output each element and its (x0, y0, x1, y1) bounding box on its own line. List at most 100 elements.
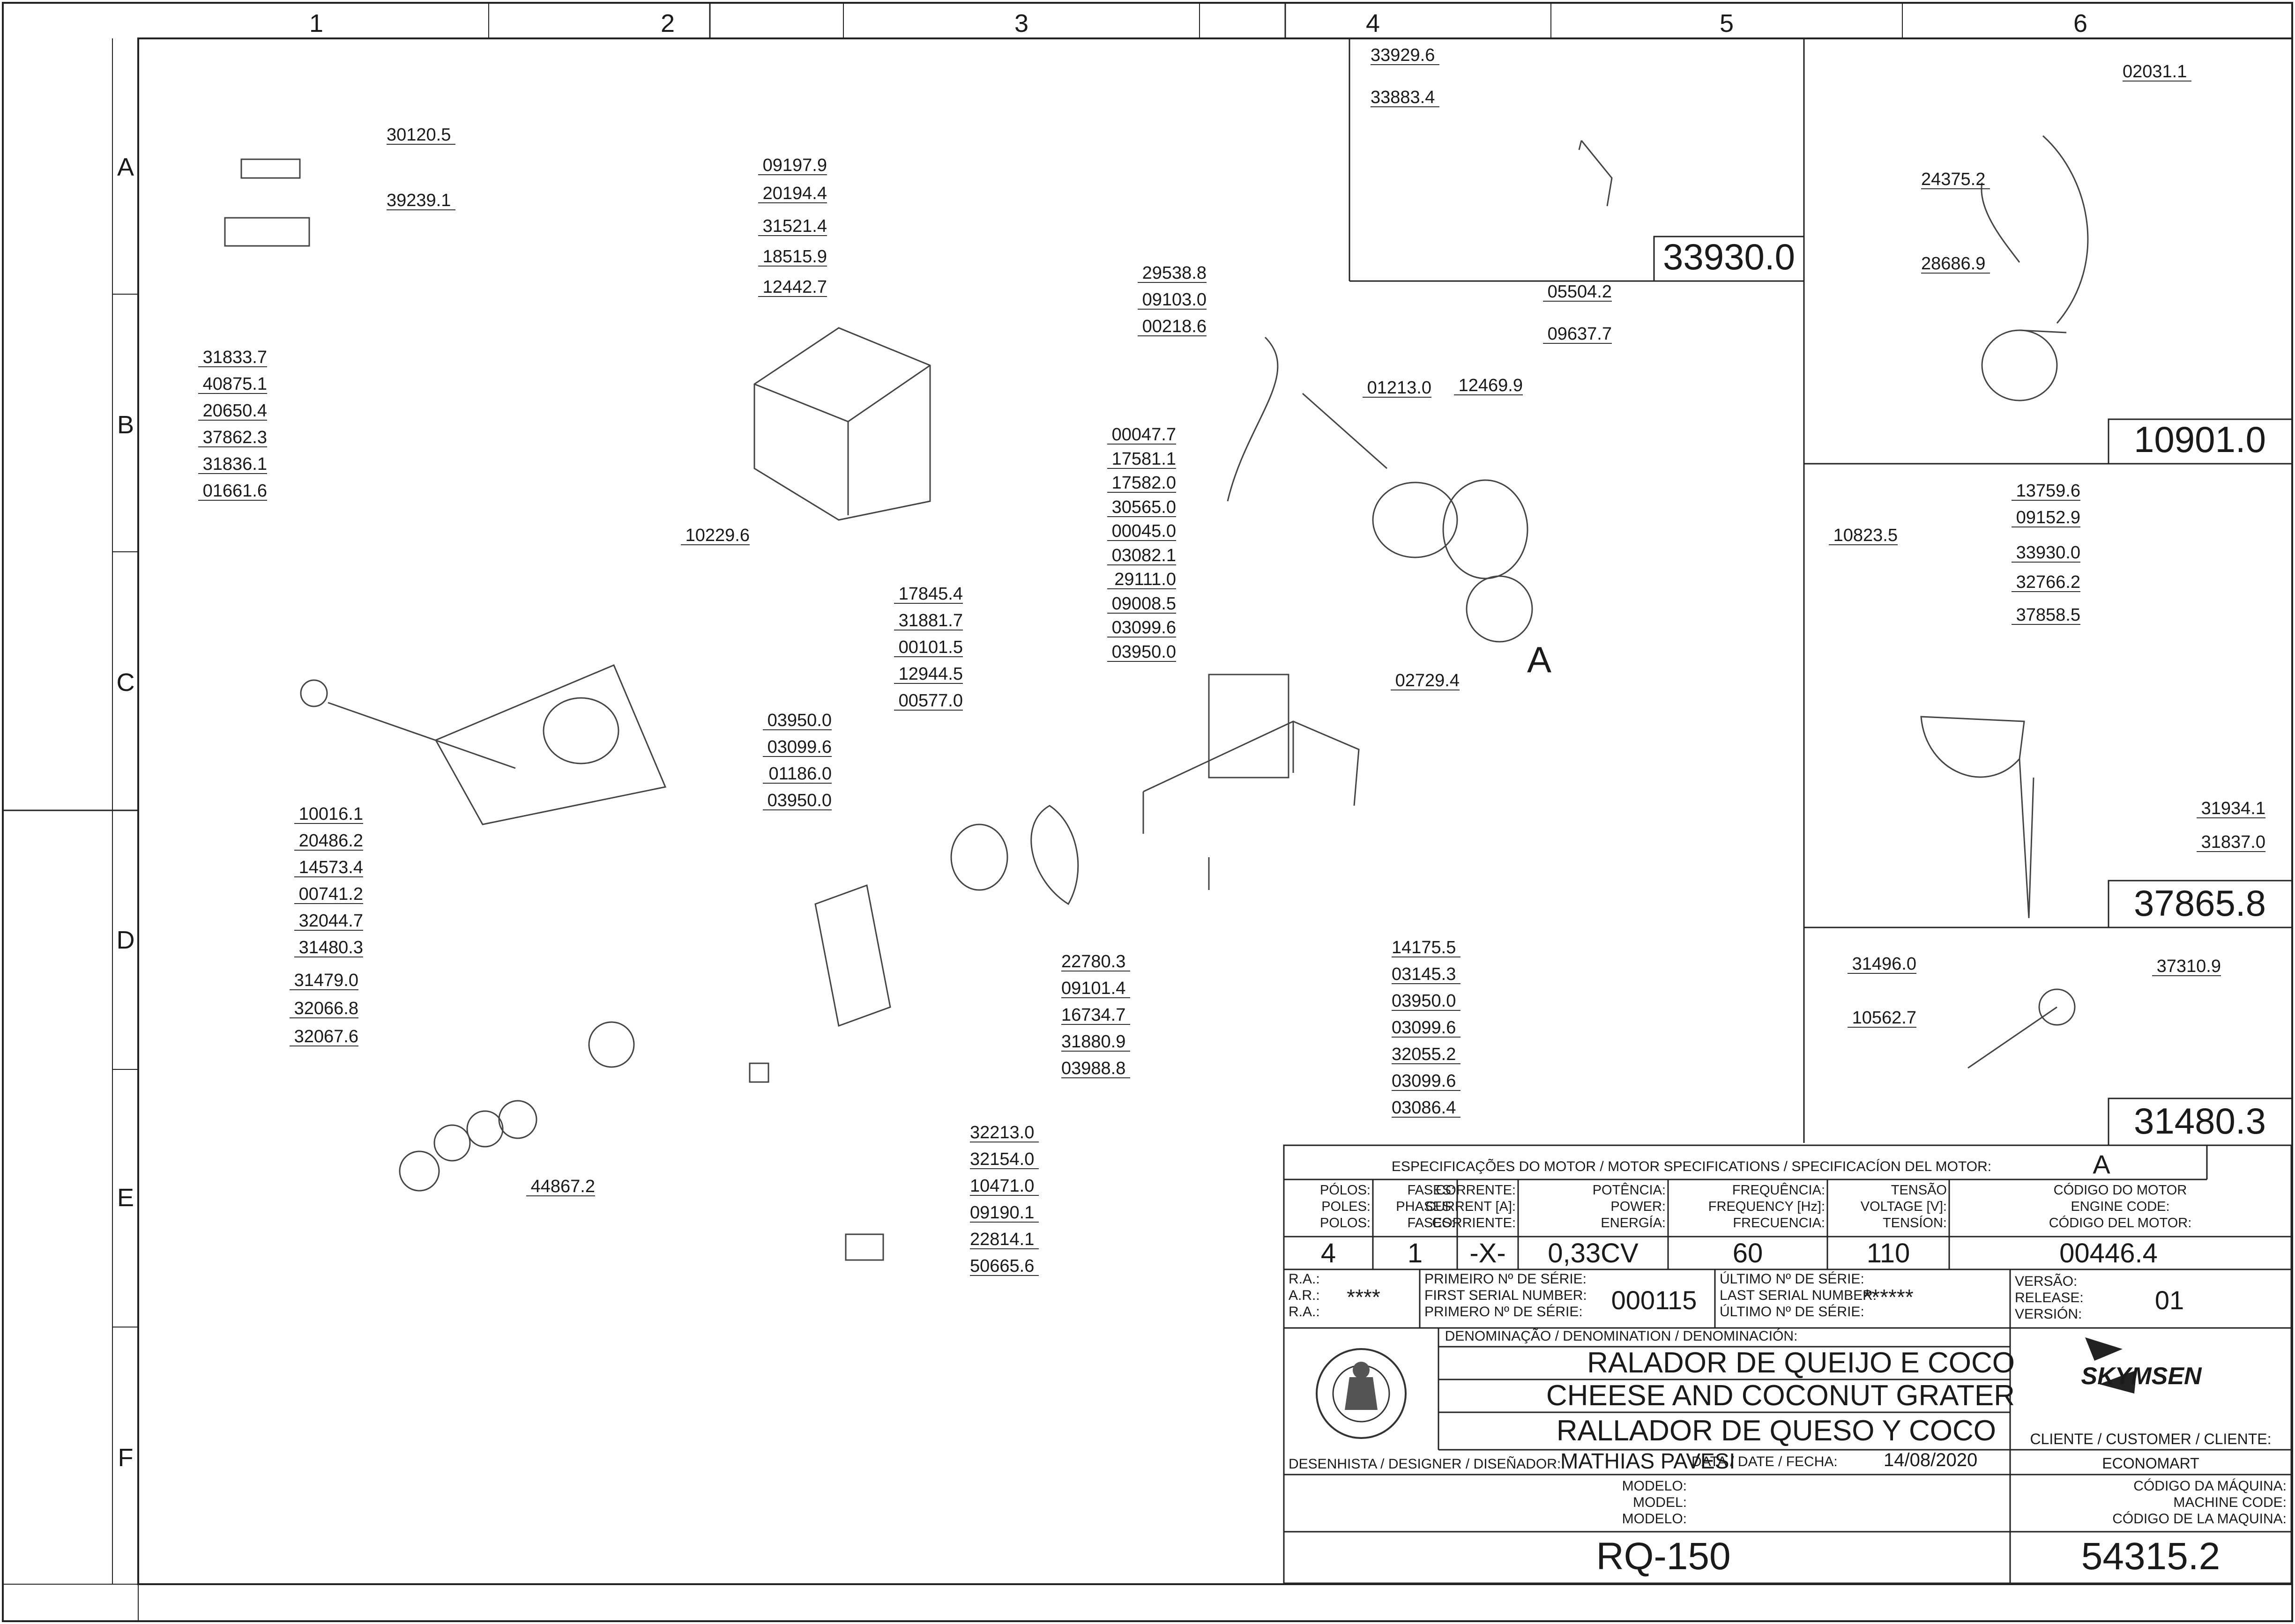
grater-disc-2 (433, 1124, 471, 1162)
callout-lever-5: 01661.6 (203, 481, 267, 501)
callout-lever-4: 31836.1 (203, 454, 267, 474)
spec-value-2: -X- (1469, 1238, 1505, 1268)
grater-disc-1 (399, 1150, 440, 1192)
callout-housing-left-4: 32044.7 (299, 911, 363, 931)
callout-housing-left-0: 10016.1 (299, 804, 363, 824)
client-label: CLIENTE / CUSTOMER / CLIENTE: (2030, 1431, 2271, 1447)
spec-header-1-0: FASES: (1407, 1183, 1455, 1198)
callout-frame-5: 03099.6 (1392, 1071, 1456, 1091)
detail-code-switch: 33930.0 (1663, 236, 1795, 277)
warning-sticker (845, 1233, 884, 1261)
client-value: ECONOMART (2102, 1455, 2199, 1472)
first-serial-label-2: FIRST SERIAL NUMBER: (1424, 1288, 1587, 1303)
callout-motor-left-0: 29538.8 (1142, 263, 1207, 283)
spec-header-3-0: POTÊNCIA: (1593, 1182, 1666, 1198)
grid-row-labels: A B C D E F (117, 153, 135, 1472)
callout-belt-0: 17845.4 (899, 584, 963, 604)
motor-spec-id: A (2093, 1149, 2110, 1179)
spec-value-6: 00446.4 (2059, 1238, 2158, 1268)
callout-motor-right-3: 12469.9 (1459, 376, 1523, 395)
grid-row-b: B (117, 411, 134, 439)
denomination-label: DENOMINAÇÃO / DENOMINATION / DENOMINACIÓ… (1445, 1328, 1798, 1344)
callout-detail-10901-2: 28686.9 (1921, 254, 1985, 274)
callout-frame-6: 03086.4 (1392, 1098, 1456, 1118)
detail-motor (1981, 329, 2058, 401)
callout-housing-left-9: 44867.2 (531, 1177, 595, 1196)
designer-label: DESENHISTA / DESIGNER / DISEÑADOR: (1289, 1456, 1561, 1472)
callout-housing-right-3: 31880.9 (1061, 1032, 1125, 1052)
callout-lever-3: 37862.3 (203, 428, 267, 447)
callout-detail-37865-0: 13759.6 (2016, 481, 2080, 501)
first-serial-label-3: PRIMERO Nº DE SÉRIE: (1424, 1304, 1583, 1320)
callout-motor-center-0: 00047.7 (1112, 425, 1176, 445)
callout-detail-33930-1: 33883.4 (1371, 88, 1435, 107)
brand-logo-text: SKYMSEN (2081, 1363, 2202, 1390)
grid-col-6: 6 (2073, 9, 2087, 37)
callout-housing-right-1: 09101.4 (1061, 979, 1125, 998)
callout-belt-2: 00101.5 (899, 638, 963, 657)
callout-detail-37865-5: 10823.5 (1833, 526, 1898, 545)
date-label: DATA / DATE / FECHA: (1691, 1454, 1838, 1469)
top-cover (753, 327, 931, 521)
grid-row-f: F (118, 1444, 134, 1472)
callout-housing-top-1: 03099.6 (767, 737, 832, 757)
ra-value: **** (1347, 1285, 1380, 1309)
motor-callout-a: A (1527, 639, 1551, 680)
spec-header-4-1: FREQUENCY [Hz]: (1708, 1199, 1825, 1214)
callout-detail-33930-0: 33929.6 (1371, 45, 1435, 65)
spec-value-3: 0,33CV (1548, 1238, 1639, 1268)
motor-capacitor (1466, 575, 1533, 643)
version-label-2: RELEASE: (2015, 1290, 2084, 1305)
detail-disc-holder (2038, 988, 2076, 1026)
callout-housing-right-2: 16734.7 (1061, 1005, 1125, 1025)
callout-housing-left-2: 14573.4 (299, 858, 363, 877)
callout-motor-center-5: 03082.1 (1112, 546, 1176, 565)
drive-belt (1030, 805, 1079, 905)
callout-housing-top-3: 03950.0 (767, 791, 832, 810)
machine-frame (1142, 720, 1360, 890)
callout-motor-center-7: 09008.5 (1112, 594, 1176, 614)
callout-housing-top-0: 03950.0 (767, 711, 832, 730)
callout-a-1: 39239.1 (387, 191, 451, 210)
callout-motor-right-0: 05504.2 (1548, 282, 1612, 302)
callout-housing-left-8: 32067.6 (294, 1027, 358, 1046)
ra-label-1: R.A.: (1289, 1271, 1320, 1287)
grid-col-4: 4 (1366, 9, 1380, 37)
spec-header-4-0: FREQUÊNCIA: (1732, 1182, 1825, 1198)
callout-belt-3: 12944.5 (899, 664, 963, 684)
spec-header-5-0: TENSÃO (1891, 1182, 1947, 1198)
grater-disc-3 (466, 1110, 504, 1148)
model-label-3: MODELO: (1622, 1511, 1687, 1527)
callout-housing-right-4: 03988.8 (1061, 1059, 1125, 1078)
machine-code-value: 54315.2 (2081, 1535, 2220, 1578)
callout-motor-center-4: 00045.0 (1112, 521, 1176, 541)
callout-detail-37865-1: 09152.9 (2016, 508, 2080, 527)
product-name-en: CHEESE AND COCONUT GRATER (1546, 1379, 2015, 1412)
designer-value: MATHIAS PAVESI (1560, 1449, 1735, 1473)
callout-housing-left-1: 20486.2 (299, 831, 363, 851)
spec-header-1-2: FASES: (1407, 1216, 1455, 1231)
callout-detail-37865-3: 32766.2 (2016, 572, 2080, 592)
callout-motor-center-1: 17581.1 (1112, 449, 1176, 469)
callout-detail-31480-2: 10562.7 (1852, 1008, 1916, 1028)
callout-motor-center-10: 02729.4 (1395, 671, 1460, 690)
date-value: 14/08/2020 (1884, 1450, 1977, 1470)
callout-frame-0: 14175.5 (1392, 938, 1456, 957)
callout-detail-37865-4: 37858.5 (2016, 605, 2080, 625)
grater-disc-4 (498, 1100, 537, 1139)
spec-value-4: 60 (1733, 1238, 1763, 1268)
callout-motor-center-8: 03099.6 (1112, 618, 1176, 638)
product-name-pt: RALADOR DE QUEIJO E COCO (1587, 1347, 2015, 1379)
title-block: ESPECIFICAÇÕES DO MOTOR / MOTOR SPECIFIC… (1283, 1144, 2292, 1584)
callout-lever-2: 20650.4 (203, 401, 267, 421)
callout-motor-left-2: 00218.6 (1142, 317, 1207, 336)
callout-detail-10901-1: 24375.2 (1921, 170, 1985, 189)
callout-housing-left-3: 00741.2 (299, 884, 363, 904)
spec-value-0: 4 (1321, 1238, 1336, 1268)
callout-labels: 30120.539239.131833.740875.120650.437862… (198, 45, 2265, 1276)
callout-detail-37865-7: 31837.0 (2201, 832, 2265, 852)
version-label-3: VERSIÓN: (2015, 1306, 2082, 1322)
part-sketches (224, 135, 2089, 1261)
spec-header-5-2: TENSÍON: (1883, 1215, 1947, 1231)
